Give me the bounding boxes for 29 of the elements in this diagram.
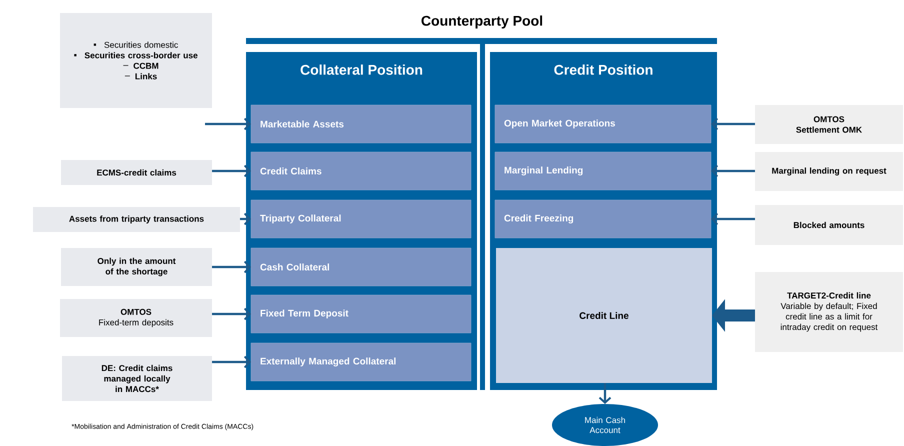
note-box: Blocked amounts [755,205,903,245]
arrow [212,164,252,178]
item-box: Fixed Term Deposit [250,294,472,334]
arrow [212,260,252,274]
item-box: Triparty Collateral [250,200,472,238]
note-box: OMTOS Fixed-term deposits [60,299,212,337]
note-box: Securities domestic Securities cross-border use CCBM Links [60,13,212,108]
note-box: Marginal lending on request [755,152,903,191]
note-box: ECMS-credit claims [61,160,212,185]
item-box: Marginal Lending [494,152,712,190]
item-box: Marketable Assets [250,104,472,144]
title: Counterparty Pool [422,15,542,29]
arrow [205,118,252,130]
note-box: OMTOS Settlement OMK [755,105,903,144]
arrow [711,212,755,226]
item-box: Credit Claims [250,152,472,190]
item-box: Open Market Operations [494,104,712,144]
arrow [212,356,252,368]
arrow [598,383,612,404]
arrow [711,118,755,130]
item-box: Credit Freezing [494,200,712,238]
item-box: Cash Collateral [250,248,472,286]
note-box: TARGET2-Credit line Variable by default; Fixed credit line as a limit for intraday credit on request [755,272,903,352]
item-box: Externally Managed Collateral [250,342,472,382]
note-box: Only in the amount of the shortage [61,248,212,286]
arrow [711,164,755,178]
note-box: Assets from triparty transactions [33,207,240,232]
note-box: DE: Credit claims managed locally in MACCs* [62,356,212,401]
arrow [212,308,252,320]
